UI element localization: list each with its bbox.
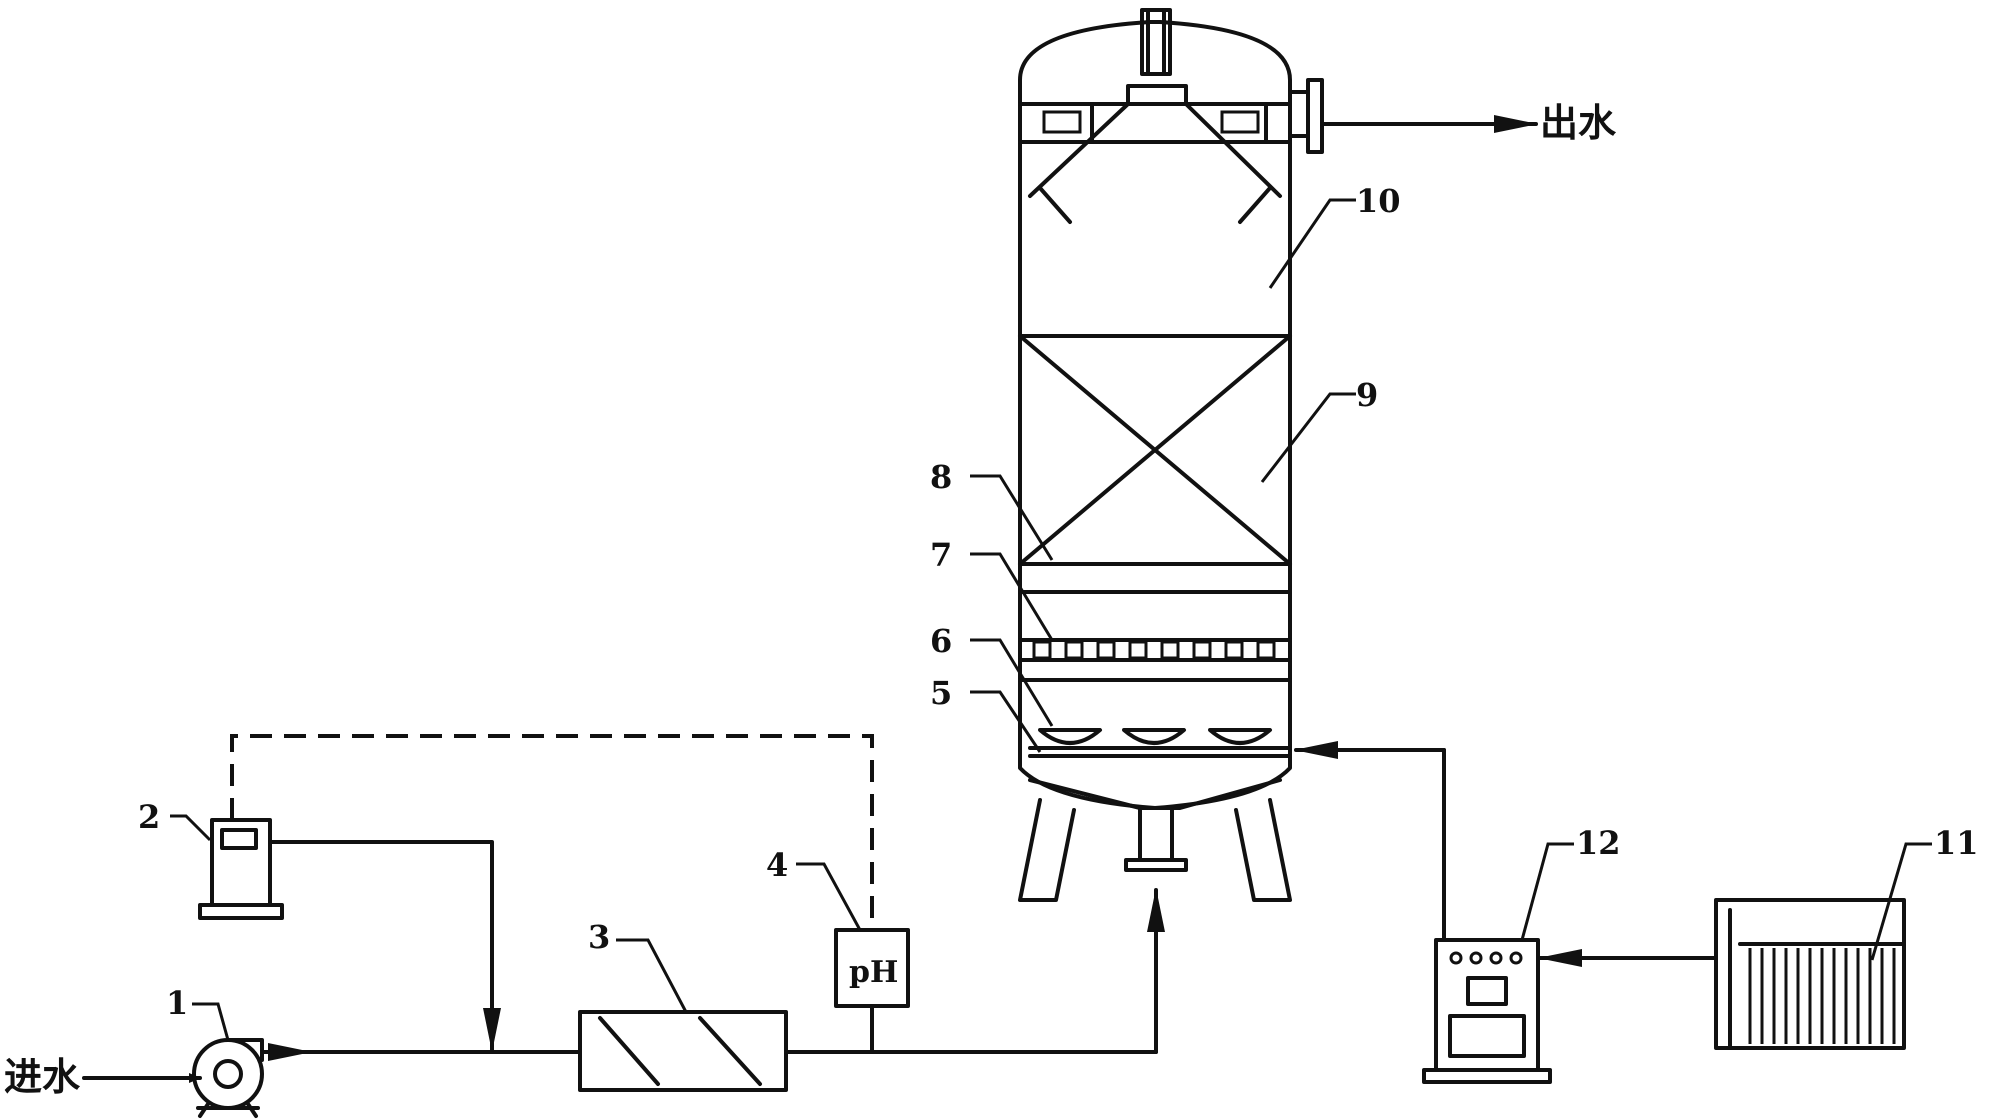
dosing-line xyxy=(268,840,494,1042)
label-4: 4 xyxy=(766,846,788,884)
reactor-vessel xyxy=(1018,8,1324,902)
label-5: 5 xyxy=(930,674,952,712)
distribution-nozzles xyxy=(1032,640,1276,660)
label-1: 1 xyxy=(166,984,188,1022)
leader-10 xyxy=(1268,198,1356,289)
leader-12 xyxy=(1520,842,1574,941)
static-mixer xyxy=(578,1010,788,1092)
leader-11 xyxy=(1870,842,1932,961)
label-11: 11 xyxy=(1934,824,1979,862)
leader-2 xyxy=(170,814,212,842)
solar-collector xyxy=(1714,898,1906,1050)
label-9: 9 xyxy=(1356,376,1378,414)
leader-3 xyxy=(616,938,688,1013)
leader-8 xyxy=(970,474,1054,561)
pump xyxy=(192,1038,264,1118)
label-6: 6 xyxy=(930,622,952,660)
label-12: 12 xyxy=(1576,824,1621,862)
label-7: 7 xyxy=(930,536,952,574)
leader-6 xyxy=(970,638,1054,727)
ph-meter: pH xyxy=(834,928,910,1054)
leader-5 xyxy=(970,690,1042,753)
inlet-label: 进水 xyxy=(4,1054,81,1099)
control-signal-line xyxy=(230,734,874,930)
ph-meter-text: pH xyxy=(849,955,898,990)
outlet-label: 出水 xyxy=(1540,100,1617,145)
leader-9 xyxy=(1260,392,1356,483)
label-10: 10 xyxy=(1356,182,1401,220)
leader-4 xyxy=(796,862,862,931)
label-3: 3 xyxy=(588,918,610,956)
dosing-pump xyxy=(198,818,284,920)
controller-unit xyxy=(1422,938,1552,1084)
label-8: 8 xyxy=(930,458,952,496)
label-2: 2 xyxy=(138,798,160,836)
leader-1 xyxy=(192,1002,230,1041)
leader-7 xyxy=(970,552,1054,641)
